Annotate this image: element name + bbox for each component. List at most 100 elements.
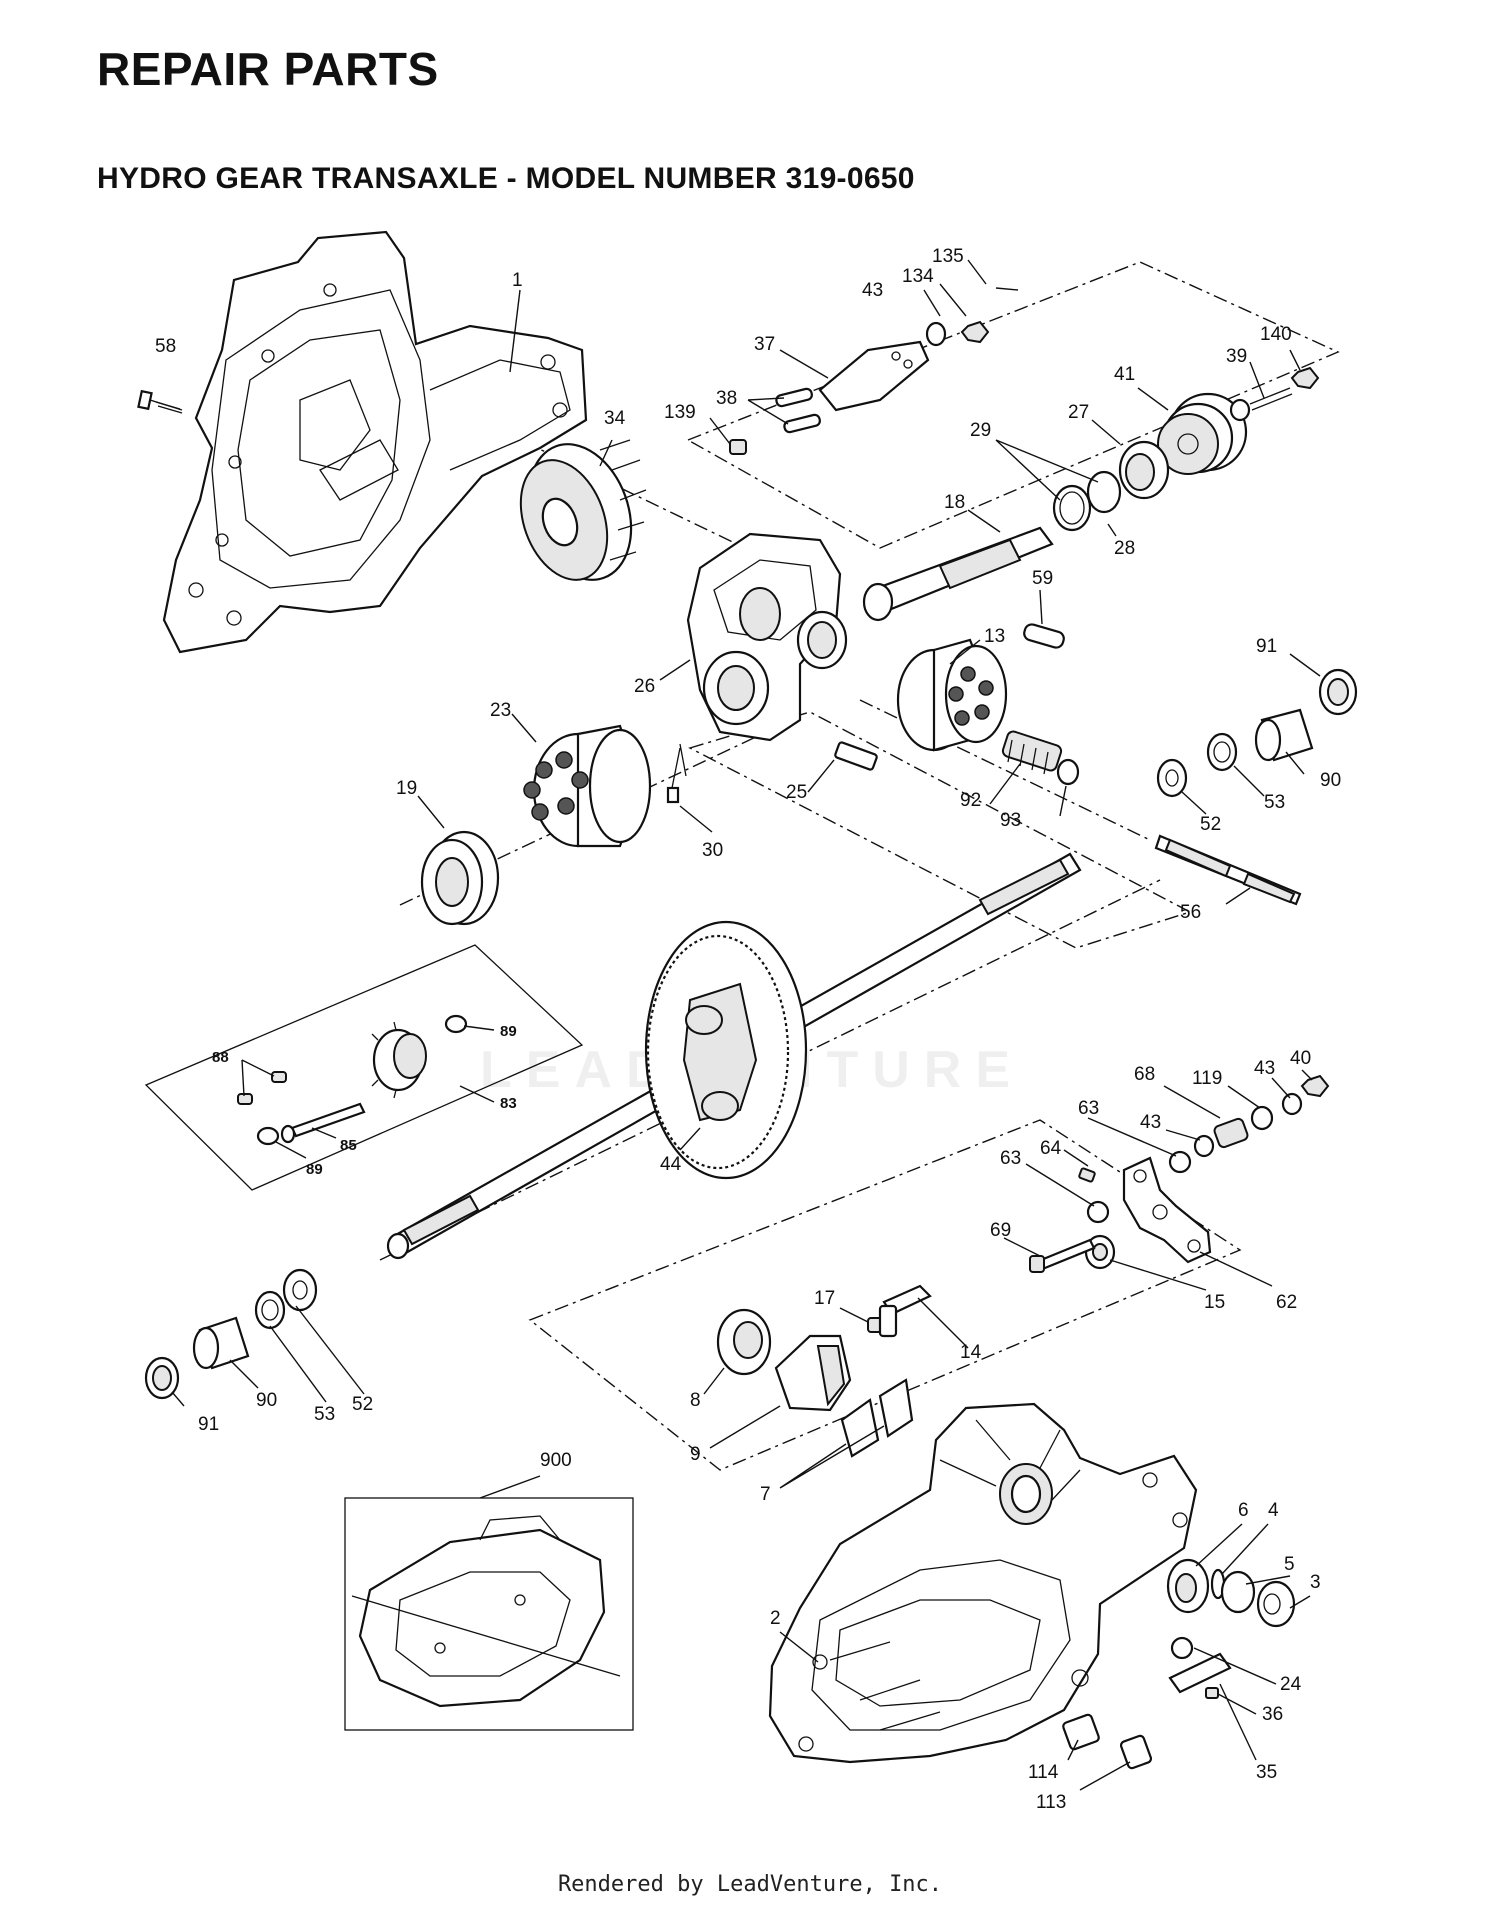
washer-24	[1170, 1636, 1194, 1660]
callout-30: 30	[702, 840, 723, 861]
callout-134: 134	[902, 266, 934, 287]
bearing-27	[1118, 440, 1170, 500]
callout-64: 64	[1040, 1138, 1062, 1159]
callout-17: 17	[814, 1288, 835, 1309]
callout-9: 9	[690, 1444, 701, 1465]
spacer-119	[1250, 1105, 1274, 1131]
callout-63-bottom: 63	[1000, 1148, 1021, 1169]
fitting-113	[1119, 1734, 1153, 1770]
brake-drum-34	[519, 439, 647, 581]
callout-8: 8	[690, 1390, 701, 1411]
ring-93	[1056, 758, 1080, 786]
callout-135: 135	[932, 246, 964, 267]
brake-arm-37	[818, 340, 930, 412]
center-section-26	[686, 532, 848, 742]
footer-credit: Rendered by LeadVenture, Inc.	[557, 1872, 943, 1897]
callout-113: 113	[1036, 1792, 1066, 1813]
screw-64	[1078, 1167, 1096, 1183]
callout-4: 4	[1268, 1500, 1279, 1521]
spring-92	[1001, 730, 1063, 775]
callout-90-top: 90	[1320, 770, 1341, 791]
thrust-washer-52-bottom	[282, 1268, 318, 1312]
callout-23: 23	[490, 700, 511, 721]
thrust-washer-52-top	[1156, 758, 1188, 798]
callout-6: 6	[1238, 1500, 1249, 1521]
callout-2: 2	[770, 1608, 781, 1629]
trunnion-arm-14	[878, 1284, 932, 1338]
bushing-90-top	[1254, 708, 1314, 762]
upper-housing	[162, 230, 588, 654]
fitting-114	[1062, 1713, 1100, 1751]
callout-85: 85	[340, 1137, 357, 1154]
leader-lines	[171, 259, 1321, 1791]
callout-44: 44	[660, 1154, 682, 1175]
cap-3	[1256, 1580, 1296, 1628]
callout-24: 24	[1280, 1674, 1302, 1695]
brake-group-boundary	[686, 261, 1340, 549]
motor-shaft-56	[1154, 834, 1302, 906]
callout-7: 7	[760, 1484, 771, 1505]
callout-40: 40	[1290, 1048, 1311, 1069]
callout-68: 68	[1134, 1064, 1155, 1085]
callout-53-bottom: 53	[314, 1404, 335, 1425]
callout-90-bottom: 90	[256, 1390, 277, 1411]
callout-13: 13	[984, 626, 1005, 647]
callout-39: 39	[1226, 346, 1247, 367]
idler-kit-box	[144, 944, 584, 1191]
callout-14: 14	[960, 1342, 982, 1363]
callout-43-top: 43	[862, 280, 883, 301]
callout-140: 140	[1260, 324, 1292, 345]
callout-5: 5	[1284, 1554, 1295, 1575]
filter-30	[666, 743, 687, 804]
bracket-35	[1168, 1652, 1232, 1694]
callout-36: 36	[1262, 1704, 1283, 1725]
retaining-ring-5	[1220, 1570, 1256, 1614]
case-axis-line	[499, 429, 771, 561]
callout-29: 29	[970, 420, 991, 441]
pin-59	[1023, 623, 1065, 649]
callout-37: 37	[754, 334, 775, 355]
callout-89-bottom: 89	[306, 1161, 323, 1178]
swashplate-9	[774, 1334, 852, 1412]
callout-59: 59	[1032, 568, 1053, 589]
callout-92: 92	[960, 790, 981, 811]
screw-36	[1205, 1687, 1219, 1699]
rings-29-28	[1052, 470, 1122, 532]
callout-56: 56	[1180, 902, 1201, 923]
callout-41: 41	[1114, 364, 1135, 385]
thrust-plates-7	[840, 1378, 914, 1458]
axle-group-boundary	[528, 1119, 1242, 1471]
callout-3: 3	[1310, 1572, 1321, 1593]
bearing-6	[1166, 1558, 1210, 1614]
callout-91-top: 91	[1256, 636, 1277, 657]
callout-89-top: 89	[500, 1023, 517, 1040]
screw-39	[1229, 387, 1293, 422]
callout-88: 88	[212, 1049, 229, 1066]
washer-53-bottom	[254, 1290, 286, 1330]
callout-52-bottom: 52	[352, 1394, 373, 1415]
differential-gear-44	[644, 920, 808, 1180]
callout-15: 15	[1204, 1292, 1225, 1313]
callout-53-top: 53	[1264, 792, 1285, 813]
callout-19: 19	[396, 778, 417, 799]
washer-43-right	[1281, 1092, 1303, 1116]
bushing-90-bottom	[192, 1316, 250, 1370]
callout-43-mid: 43	[1140, 1112, 1161, 1133]
callout-38: 38	[716, 388, 737, 409]
callout-114: 114	[1028, 1762, 1059, 1783]
input-shaft-18	[862, 526, 1054, 622]
callout-26: 26	[634, 676, 655, 697]
callout-900: 900	[540, 1450, 572, 1471]
callout-35: 35	[1256, 1762, 1277, 1783]
pin-135	[995, 287, 1019, 291]
callout-1: 1	[512, 270, 523, 291]
pins-38	[775, 387, 821, 434]
spring-68	[1213, 1117, 1249, 1149]
callout-58: 58	[155, 336, 176, 357]
callout-52-top: 52	[1200, 814, 1221, 835]
check-valve-25	[834, 741, 878, 771]
nut-40	[1300, 1074, 1330, 1098]
washer-63	[1086, 1150, 1192, 1224]
bearing-8	[716, 1308, 772, 1376]
